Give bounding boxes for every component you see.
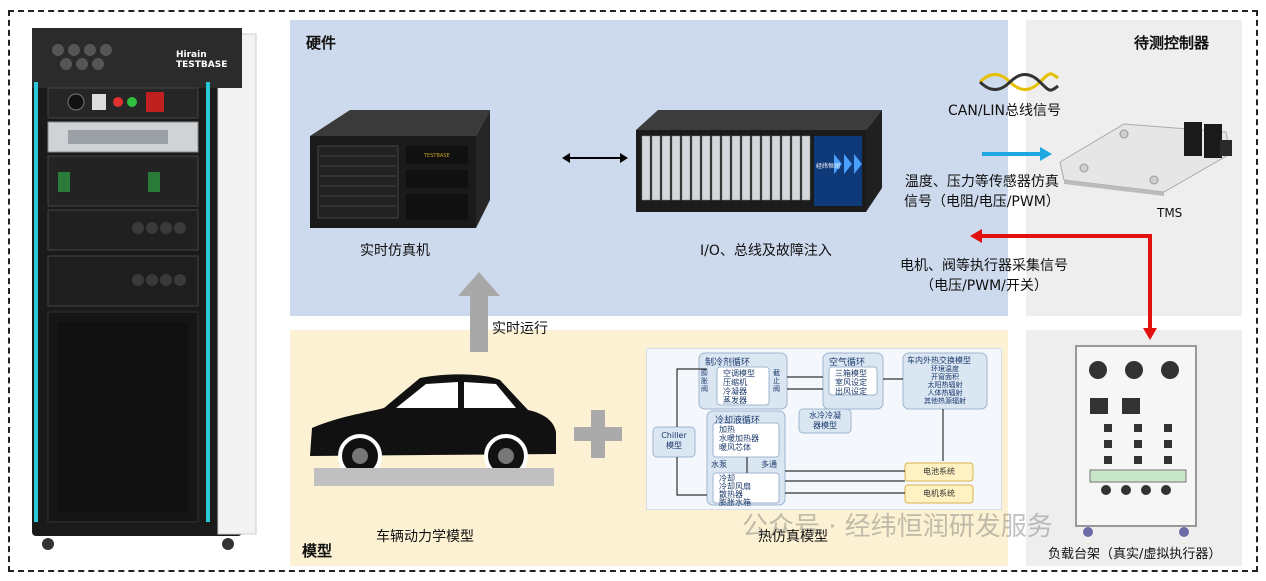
thermal-model-label: 热仿真模型 xyxy=(758,529,828,545)
ac-model-title: 空调模型 xyxy=(723,369,755,378)
water-condenser-line1: 水冷冷凝 xyxy=(809,411,841,420)
heating-title: 加热 xyxy=(719,425,735,434)
air-item: 室风设定 xyxy=(835,378,867,387)
model-section-title: 模型 xyxy=(302,542,333,560)
refrigerant-loop-title: 制冷剂循环 xyxy=(705,358,751,368)
cabin-item: 环境温度 xyxy=(931,365,959,373)
cabin-item: 太阳热辐射 xyxy=(927,381,963,389)
heating-item: 水暖加热器 xyxy=(719,434,759,443)
three-way-label: 多通 xyxy=(761,460,777,469)
io-brand-text: 经纬恒润 xyxy=(816,162,840,170)
cutoff-valve-label: 截止阀 xyxy=(773,369,780,393)
can-lin-label: CAN/LIN总线信号 xyxy=(948,103,1061,119)
thermal-model-diagram: 制冷剂循环 膨胀阀 截止阀 空调模型 压缩机 冷凝器 蒸发器 空气循环 三箱模型… xyxy=(646,348,1002,510)
cabinet-logo-line2: TESTBASE xyxy=(176,60,228,70)
chiller-line2: 模型 xyxy=(666,441,682,450)
sensor-signal-arrow xyxy=(982,147,1052,161)
outer-frame xyxy=(8,10,1258,572)
cabin-model-title: 车内外热交换模型 xyxy=(907,356,971,365)
ac-item: 蒸发器 xyxy=(723,396,747,405)
realtime-run-up-arrow xyxy=(458,272,500,352)
sensor-signal-line2: 信号（电阻/电压/PWM） xyxy=(904,194,1060,210)
air-box-title: 三箱模型 xyxy=(835,369,867,378)
chiller-line1: Chiller xyxy=(661,431,687,440)
cooling-title: 冷却 xyxy=(719,474,735,483)
actuator-signal-arrow xyxy=(970,229,1157,340)
cooling-item: 散热器 xyxy=(719,490,743,499)
realtime-run-label: 实时运行 xyxy=(492,321,548,337)
simulator-label: 实时仿真机 xyxy=(360,243,430,259)
motor-system-label: 电机系统 xyxy=(923,489,955,498)
load-rig-image xyxy=(1075,345,1197,537)
cooling-item: 冷却风扇 xyxy=(719,482,751,491)
watermark-text: 公众号 · 经纬恒润研发服务 xyxy=(742,512,1053,542)
air-item: 出风设定 xyxy=(835,387,867,396)
expansion-valve-label: 膨胀阀 xyxy=(701,369,708,393)
actuator-signal-line2: （电压/PWM/开关） xyxy=(920,278,1048,294)
simulator-brand-text: TESTBASE xyxy=(423,153,450,159)
ac-item: 冷凝器 xyxy=(723,387,747,396)
cabin-item: 人体热辐射 xyxy=(927,389,963,397)
sensor-signal-line1: 温度、压力等传感器仿真 xyxy=(904,174,1059,190)
heating-item: 暖风芯体 xyxy=(719,443,751,452)
hil-cabinet-image xyxy=(32,28,257,550)
actuator-signal-line1: 电机、阀等执行器采集信号 xyxy=(900,258,1068,274)
plus-icon xyxy=(574,410,622,458)
io-chassis-image: 经纬恒润 xyxy=(636,110,882,212)
cooling-item: 膨胀水箱 xyxy=(719,498,751,507)
load-section-title: 负载台架（真实/虚拟执行器） xyxy=(1048,547,1222,562)
ac-item: 压缩机 xyxy=(723,378,747,387)
hardware-section-title: 硬件 xyxy=(306,34,337,52)
vehicle-model-label: 车辆动力学模型 xyxy=(376,529,474,545)
battery-system-label: 电池系统 xyxy=(923,467,955,476)
vehicle-image xyxy=(310,374,556,486)
tms-label: TMS xyxy=(1157,206,1183,220)
cabin-item: 其他热源辐射 xyxy=(924,397,966,405)
cabin-item: 开窗面积 xyxy=(931,373,959,381)
water-pump-label: 水泵 xyxy=(711,460,727,469)
air-loop-title: 空气循环 xyxy=(829,358,866,368)
io-label: I/O、总线及故障注入 xyxy=(700,243,832,259)
simulator-io-bidirectional-arrow xyxy=(562,153,628,163)
cabinet-logo-line1: Hirain xyxy=(176,50,207,60)
tms-controller-image xyxy=(1059,122,1232,196)
realtime-simulator-image: TESTBASE xyxy=(310,110,490,228)
ecu-section-title: 待测控制器 xyxy=(1134,34,1210,52)
can-lin-wave-icon xyxy=(978,72,1059,92)
coolant-loop-title: 冷却液循环 xyxy=(715,416,761,426)
water-condenser-line2: 器模型 xyxy=(813,421,837,430)
